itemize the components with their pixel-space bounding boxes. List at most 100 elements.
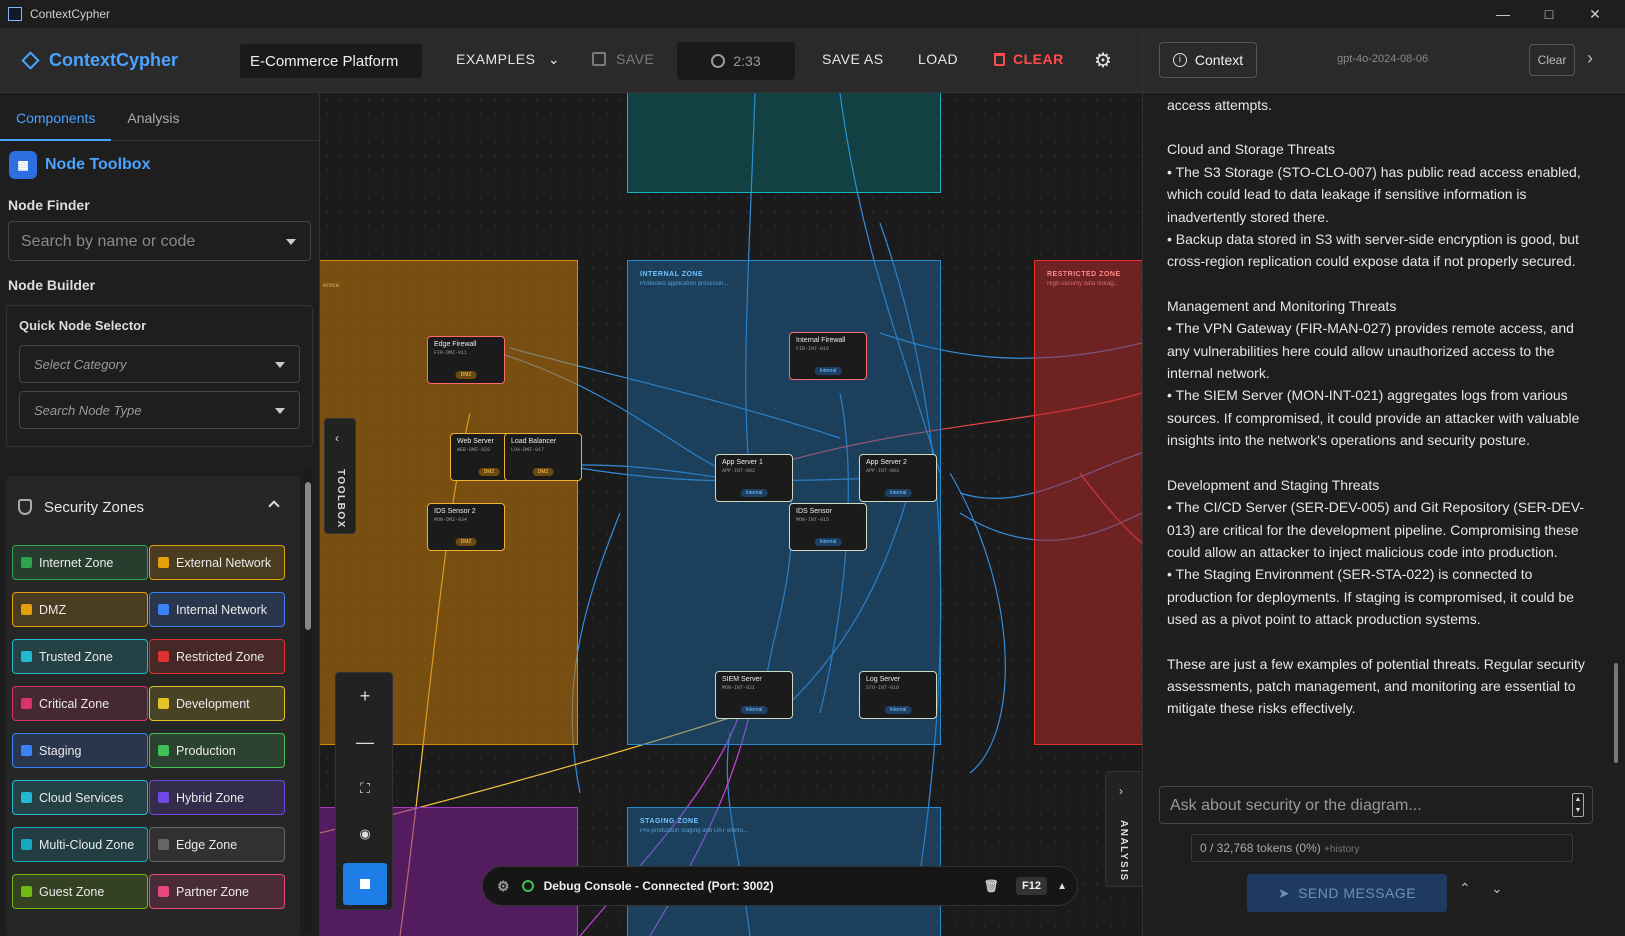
timer-display[interactable]: 2:33	[677, 42, 795, 80]
debug-console-bar[interactable]: ⚙ Debug Console - Connected (Port: 3002)…	[482, 866, 1078, 906]
restricted-zone[interactable]: RESTRICTED ZONE High-security data stora…	[1034, 260, 1142, 745]
save-button[interactable]: SAVE	[592, 51, 654, 67]
zone-button[interactable]: Multi-Cloud Zone	[12, 827, 148, 862]
tab-analysis[interactable]: Analysis	[127, 110, 180, 126]
chat-input[interactable]: Ask about security or the diagram... ▲▼	[1159, 786, 1593, 824]
node-name: Load Balancer	[511, 438, 557, 445]
zone-button[interactable]: Hybrid Zone	[149, 780, 285, 815]
search-node-type-label: Search Node Type	[34, 403, 142, 418]
zone-icon	[158, 698, 169, 709]
scrollbar-thumb[interactable]	[1614, 663, 1618, 763]
zone-button[interactable]: Guest Zone	[12, 874, 148, 909]
node-finder-input[interactable]: Search by name or code	[8, 221, 311, 261]
examples-button[interactable]: EXAMPLES ⌄	[456, 51, 560, 68]
save-as-button[interactable]: SAVE AS	[822, 51, 884, 67]
zone-button[interactable]: Internal Network	[149, 592, 285, 627]
toolbox-toggle[interactable]: ‹ TOOLBOX	[324, 418, 356, 534]
dropdown-arrow-icon	[275, 362, 285, 368]
quick-node-selector: Quick Node Selector Select Category Sear…	[6, 305, 313, 447]
zone-button[interactable]: Internet Zone	[12, 545, 148, 580]
left-panel: Components Analysis ▦Node Toolbox Node F…	[0, 93, 320, 936]
zone-button[interactable]: Production	[149, 733, 285, 768]
zone-button[interactable]: Critical Zone	[12, 686, 148, 721]
zone-button[interactable]: Edge Zone	[149, 827, 285, 862]
project-name-input[interactable]: E-Commerce Platform	[240, 44, 422, 78]
connection-line	[579, 464, 726, 479]
minimize-icon[interactable]: —	[1496, 6, 1510, 22]
chevron-up-icon[interactable]	[268, 500, 280, 512]
chat-scrollbar[interactable]	[1613, 98, 1619, 798]
node-badge: Internal	[814, 367, 842, 375]
search-node-type-dropdown[interactable]: Search Node Type	[19, 391, 300, 429]
node-badge: DMZ	[455, 371, 477, 379]
zone-button[interactable]: DMZ	[12, 592, 148, 627]
zone-button[interactable]: Partner Zone	[149, 874, 285, 909]
fit-view-icon[interactable]: ⛶	[360, 779, 370, 796]
scrollbar-thumb[interactable]	[305, 482, 311, 630]
left-scrollbar[interactable]	[304, 468, 312, 930]
zone-button-label: Production	[176, 743, 236, 758]
zone-icon	[158, 792, 169, 803]
toolbox-title: Node Toolbox	[45, 156, 151, 173]
select-category-dropdown[interactable]: Select Category	[19, 345, 300, 383]
chevron-down-icon[interactable]: ⌄	[1491, 880, 1503, 896]
token-history: +history	[1324, 844, 1360, 855]
zone-icon	[21, 698, 32, 709]
close-icon[interactable]: ✕	[1589, 5, 1601, 22]
restricted-zone-title: RESTRICTED ZONE	[1047, 271, 1121, 278]
cloud-zone[interactable]	[627, 93, 941, 193]
chevron-up-icon[interactable]: ▲	[1057, 880, 1067, 892]
zone-button[interactable]: Cloud Services	[12, 780, 148, 815]
load-button[interactable]: LOAD	[918, 51, 959, 67]
bug-icon: ⚙	[497, 877, 510, 894]
zone-button[interactable]: Development	[149, 686, 285, 721]
send-message-button[interactable]: ➤SEND MESSAGE	[1247, 874, 1447, 912]
send-label: SEND MESSAGE	[1298, 885, 1417, 901]
chat-clear-button[interactable]: Clear	[1529, 44, 1575, 76]
tab-components[interactable]: Components	[0, 93, 112, 141]
zone-button[interactable]: Staging	[12, 733, 148, 768]
security-zones-header[interactable]: Security Zones	[6, 476, 300, 538]
node-name: Edge Firewall	[434, 341, 477, 348]
message-paragraph: • The CI/CD Server (SER-DEV-005) and Git…	[1167, 499, 1584, 560]
internal-zone-subtitle: Protected application processin...	[640, 281, 729, 287]
save-label: SAVE	[616, 51, 655, 67]
node-code: FIR-INT-016	[796, 346, 830, 352]
gear-icon[interactable]: ⚙	[1094, 50, 1113, 72]
maximize-icon[interactable]: □	[1544, 6, 1554, 22]
shield-icon	[18, 499, 32, 515]
zone-button-label: Trusted Zone	[39, 649, 113, 664]
zone-button[interactable]: Restricted Zone	[149, 639, 285, 674]
trash-icon[interactable]: 🗑	[983, 879, 999, 893]
quick-selector-title: Quick Node Selector	[19, 318, 147, 333]
zoom-in-icon[interactable]: +	[359, 685, 371, 706]
zone-icon	[158, 745, 169, 756]
node-badge: Internal	[884, 706, 912, 714]
chevron-up-icon[interactable]: ⌃	[1459, 880, 1471, 896]
zone-button[interactable]: External Network	[149, 545, 285, 580]
diagram-canvas[interactable]: ervice. INTERNAL ZONE Protected applicat…	[320, 93, 1142, 936]
chevron-right-icon[interactable]: ›	[1587, 48, 1593, 68]
zoom-out-icon[interactable]: —	[356, 731, 374, 752]
dropdown-arrow-icon	[286, 239, 296, 245]
internal-zone[interactable]: INTERNAL ZONE Protected application proc…	[627, 260, 941, 745]
app-logo-icon	[8, 7, 22, 21]
stepper-icon[interactable]: ▲▼	[1572, 793, 1584, 817]
stop-button[interactable]	[343, 863, 387, 905]
zone-button-label: Multi-Cloud Zone	[39, 837, 135, 852]
clear-button[interactable]: CLEAR	[994, 51, 1064, 67]
zone-button[interactable]: Trusted Zone	[12, 639, 148, 674]
analysis-toggle[interactable]: › ANALYSIS	[1105, 771, 1143, 887]
lock-icon[interactable]: ◉	[359, 826, 371, 841]
dmz-zone-subtitle: ervice.	[323, 283, 341, 289]
